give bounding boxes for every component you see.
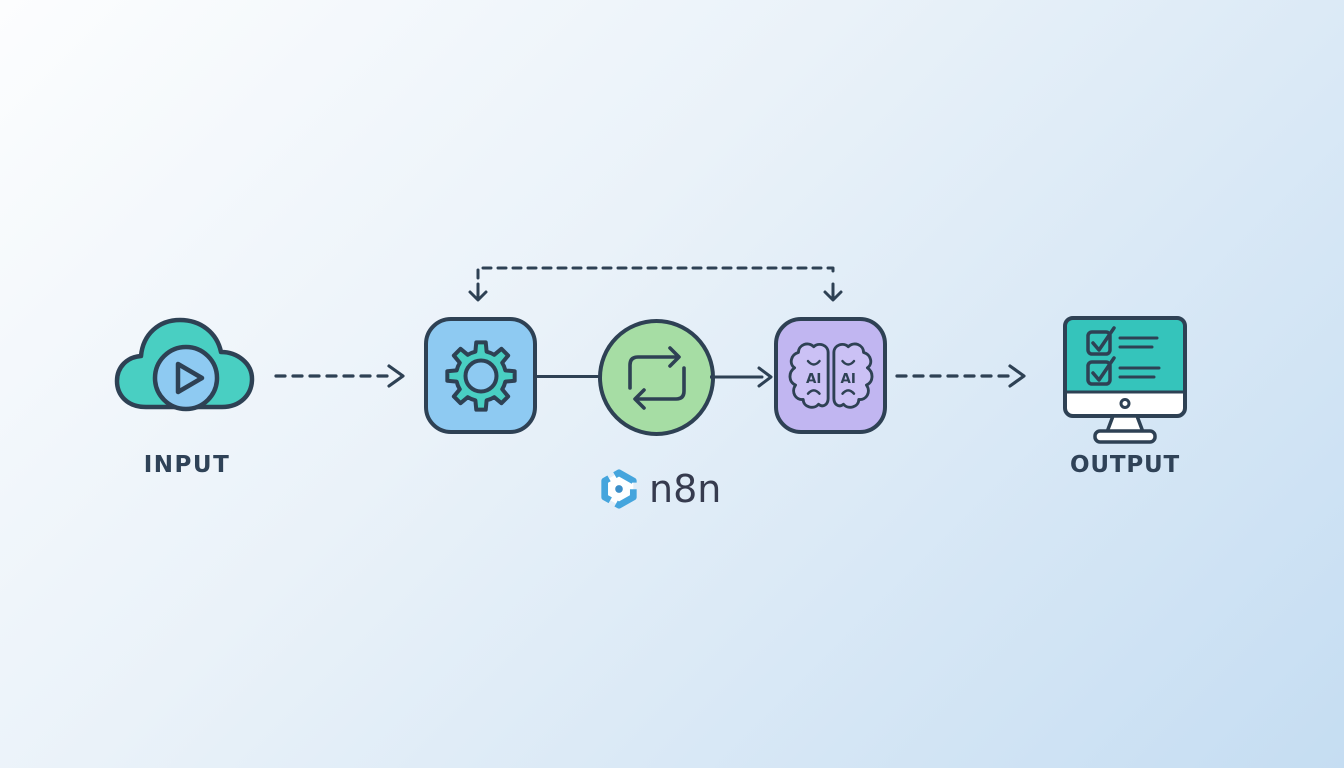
cycle-arrows-icon (627, 345, 686, 410)
gear-icon (444, 339, 517, 412)
dashed-arrow-output (895, 364, 1026, 388)
ai-label-left: AI (806, 372, 821, 387)
connector-line (536, 375, 599, 378)
feedback-loop-arrow (468, 266, 843, 302)
monitor-checklist-icon (1063, 316, 1187, 444)
n8n-logo-text: n8n (649, 467, 722, 511)
loop-node (598, 319, 715, 436)
input-label: INPUT (143, 452, 231, 478)
n8n-hexagon-icon (601, 469, 637, 509)
ai-label-right: AI (840, 372, 855, 387)
connector-arrow (710, 366, 773, 388)
output-label: OUTPUT (1070, 452, 1180, 478)
dashed-arrow-input (274, 364, 405, 388)
n8n-logo: n8n (598, 468, 721, 510)
ai-brain-icon: AI AI (788, 342, 873, 409)
cloud-play-icon (114, 317, 255, 412)
ai-node: AI AI (774, 317, 887, 434)
process-node (424, 317, 537, 434)
